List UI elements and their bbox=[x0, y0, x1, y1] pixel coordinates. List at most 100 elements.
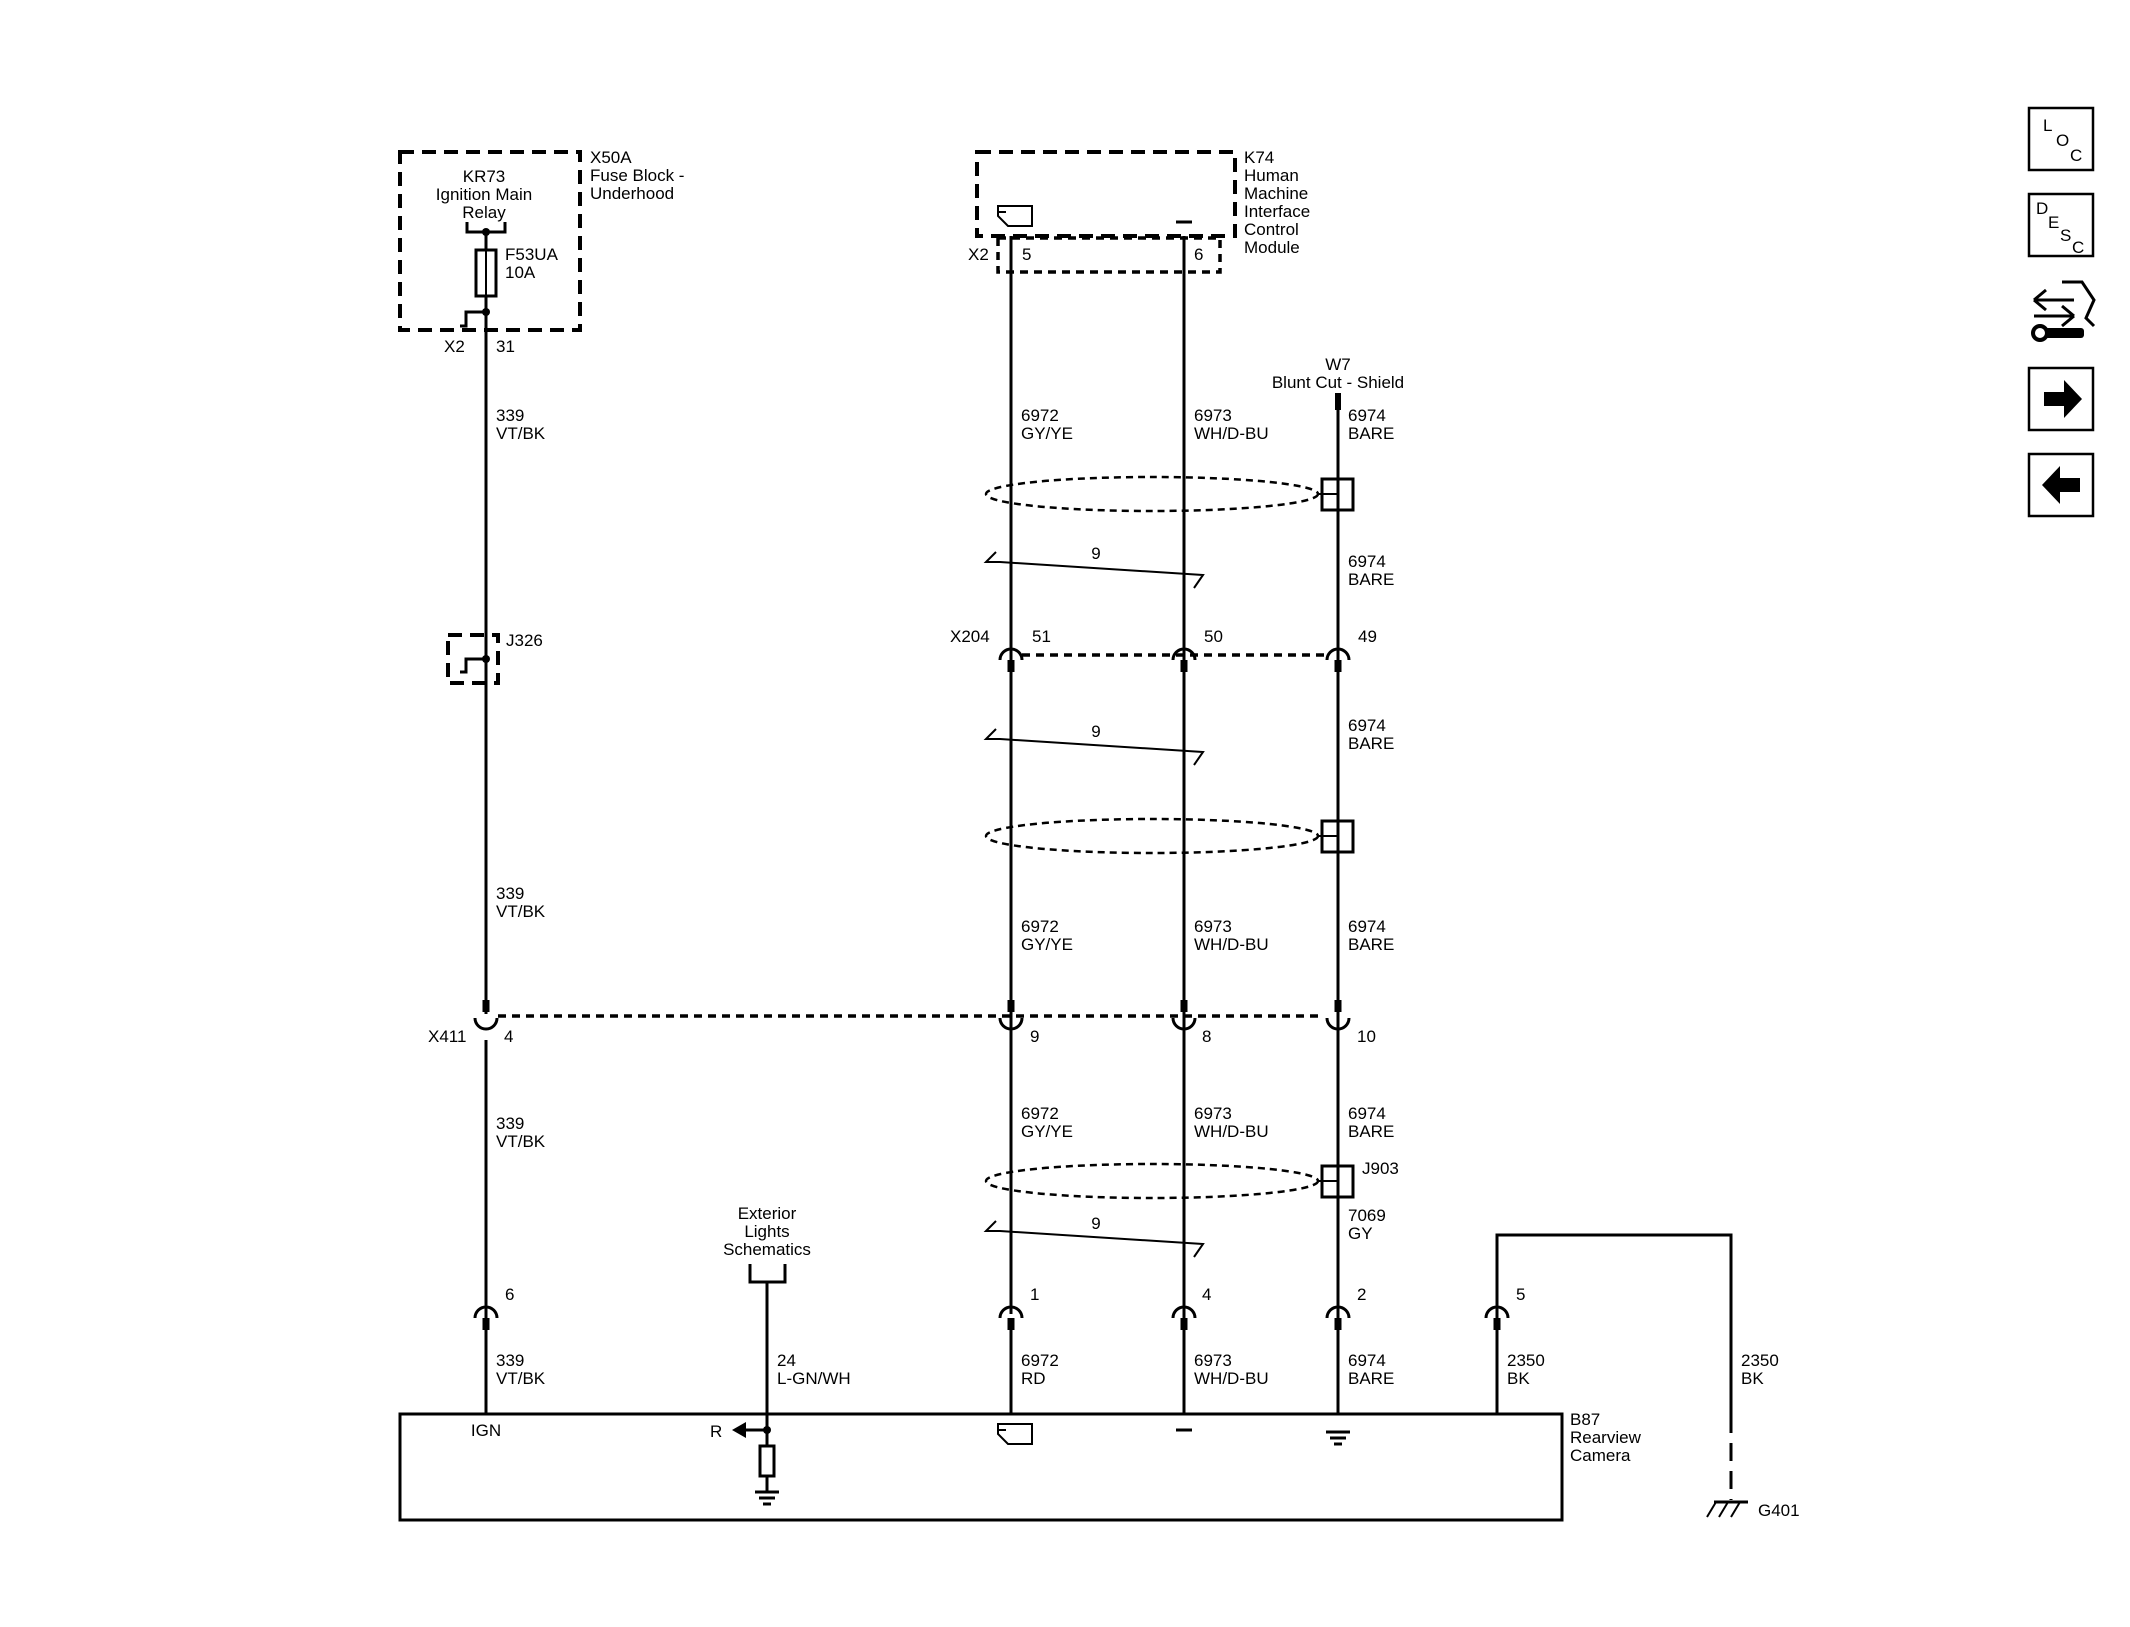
previous-page-button[interactable] bbox=[2027, 452, 2095, 518]
x2-left-label: X2 bbox=[444, 337, 465, 356]
splice-symbol bbox=[460, 310, 486, 328]
x411-pin8: 8 bbox=[1202, 1027, 1211, 1046]
loc-button[interactable]: L O C bbox=[2027, 106, 2095, 172]
b87-pin-terminals: 6 1 4 2 5 bbox=[473, 1285, 1525, 1330]
w6974-color-1: BARE bbox=[1348, 424, 1394, 443]
shield-1 bbox=[984, 475, 1355, 513]
b87-pin2: 2 bbox=[1357, 1285, 1366, 1304]
w6973-num-3: 6973 bbox=[1194, 1104, 1232, 1123]
b87-pin1: 1 bbox=[1030, 1285, 1039, 1304]
ign-label: IGN bbox=[471, 1421, 501, 1440]
resistor bbox=[758, 1444, 776, 1478]
twist-markers: 9 9 9 bbox=[983, 544, 1205, 1258]
wire-labels: 339 VT/BK 339 VT/BK 339 VT/BK 339 VT/BK … bbox=[496, 406, 1779, 1388]
kr73-label-2: Ignition Main bbox=[436, 185, 532, 204]
w6974-color-4: BARE bbox=[1348, 935, 1394, 954]
loc-letter-o: O bbox=[2056, 131, 2069, 150]
x2-right-label: X2 bbox=[968, 245, 989, 264]
loc-letter-c: C bbox=[2070, 146, 2082, 165]
x50a-fuse-block: X50A Fuse Block - Underhood KR73 Ignitio… bbox=[398, 148, 684, 356]
service-tools-button[interactable] bbox=[2027, 272, 2096, 346]
x50a-label: X50A bbox=[590, 148, 632, 167]
twist-label-2: 9 bbox=[1091, 722, 1100, 741]
w7-shield: W7 Blunt Cut - Shield bbox=[1272, 355, 1404, 410]
w6974-num-1: 6974 bbox=[1348, 406, 1386, 425]
next-page-button[interactable] bbox=[2027, 366, 2095, 432]
desc-letter-e: E bbox=[2048, 213, 2059, 232]
w339-color-2: VT/BK bbox=[496, 902, 546, 921]
desc-button[interactable]: D E S C bbox=[2027, 192, 2095, 258]
signal-symbol-camera bbox=[997, 1423, 1033, 1445]
wire-paths bbox=[484, 236, 1733, 1500]
k74-label-2: Human bbox=[1244, 166, 1299, 185]
w339-color-3: VT/BK bbox=[496, 1132, 546, 1151]
arrow-right-icon bbox=[2044, 380, 2082, 418]
w2350-color-2: BK bbox=[1741, 1369, 1764, 1388]
x411-label: X411 bbox=[428, 1027, 466, 1046]
w24-num: 24 bbox=[777, 1351, 796, 1370]
twist-label-3: 9 bbox=[1091, 1214, 1100, 1233]
wrench-arrows-icon bbox=[2031, 280, 2096, 342]
w339-color-1: VT/BK bbox=[496, 424, 546, 443]
w6974-num-2: 6974 bbox=[1348, 552, 1386, 571]
w6973-num-1: 6973 bbox=[1194, 406, 1232, 425]
w6972-num-3: 6972 bbox=[1021, 1104, 1059, 1123]
r-label: R bbox=[710, 1422, 722, 1441]
w6973-num-4: 6973 bbox=[1194, 1351, 1232, 1370]
j326-label: J326 bbox=[506, 631, 543, 650]
w2350-num-1: 2350 bbox=[1507, 1351, 1545, 1370]
b87-pin5: 5 bbox=[1516, 1285, 1525, 1304]
shield-2 bbox=[984, 817, 1355, 855]
k74-label-5: Control bbox=[1244, 220, 1299, 239]
b87-pin4: 4 bbox=[1202, 1285, 1211, 1304]
k74-hmi-module: K74 Human Machine Interface Control Modu… bbox=[968, 148, 1310, 274]
w339-num-1: 339 bbox=[496, 406, 524, 425]
desc-letter-c: C bbox=[2072, 238, 2084, 257]
w6974-num-3: 6974 bbox=[1348, 716, 1386, 735]
x50a-label-3: Underhood bbox=[590, 184, 674, 203]
b87-pin6: 6 bbox=[505, 1285, 514, 1304]
g401-label: G401 bbox=[1758, 1501, 1800, 1520]
j903-label: J903 bbox=[1362, 1159, 1399, 1178]
b87-rearview-camera: B87 Rearview Camera IGN R bbox=[398, 1410, 1642, 1522]
arrow-left-icon bbox=[732, 1422, 746, 1438]
shield-3: J903 bbox=[984, 1159, 1399, 1200]
signal-symbol bbox=[997, 205, 1033, 227]
loc-letter-l: L bbox=[2043, 116, 2052, 135]
w6974-color-3: BARE bbox=[1348, 734, 1394, 753]
kr73-label: KR73 bbox=[463, 167, 506, 186]
w6972-color-3: GY/YE bbox=[1021, 1122, 1073, 1141]
desc-letter-s: S bbox=[2060, 226, 2071, 245]
x204-pin50: 50 bbox=[1204, 627, 1223, 646]
w6973-color-4: WH/D-BU bbox=[1194, 1369, 1269, 1388]
w6972-num-1: 6972 bbox=[1021, 406, 1059, 425]
w7-label: W7 bbox=[1325, 355, 1351, 374]
w6972-num-2: 6972 bbox=[1021, 917, 1059, 936]
twist-label-1: 9 bbox=[1091, 544, 1100, 563]
x411-connector: X411 4 9 8 10 bbox=[428, 1000, 1376, 1046]
kr73-label-3: Relay bbox=[462, 203, 506, 222]
x411-pin10: 10 bbox=[1357, 1027, 1376, 1046]
w6974-color-6: BARE bbox=[1348, 1369, 1394, 1388]
b87-label: B87 bbox=[1570, 1410, 1600, 1429]
x204-pin51: 51 bbox=[1032, 627, 1051, 646]
w6973-num-2: 6973 bbox=[1194, 917, 1232, 936]
w6974-num-5: 6974 bbox=[1348, 1104, 1386, 1123]
x2-right-pin6: 6 bbox=[1194, 245, 1203, 264]
w7069-color: GY bbox=[1348, 1224, 1373, 1243]
w7-desc: Blunt Cut - Shield bbox=[1272, 373, 1404, 392]
w6974-color-5: BARE bbox=[1348, 1122, 1394, 1141]
w6973-color-3: WH/D-BU bbox=[1194, 1122, 1269, 1141]
x204-label: X204 bbox=[950, 627, 990, 646]
w6974-num-6: 6974 bbox=[1348, 1351, 1386, 1370]
k74-label-4: Interface bbox=[1244, 202, 1310, 221]
x204-pin49: 49 bbox=[1358, 627, 1377, 646]
w24-color: L-GN/WH bbox=[777, 1369, 851, 1388]
arrow-left-nav-icon bbox=[2042, 466, 2080, 504]
w6974-color-2: BARE bbox=[1348, 570, 1394, 589]
w339-color-4: VT/BK bbox=[496, 1369, 546, 1388]
x2-left-pin: 31 bbox=[496, 337, 515, 356]
w2350-color-1: BK bbox=[1507, 1369, 1530, 1388]
x50a-label-2: Fuse Block - bbox=[590, 166, 684, 185]
